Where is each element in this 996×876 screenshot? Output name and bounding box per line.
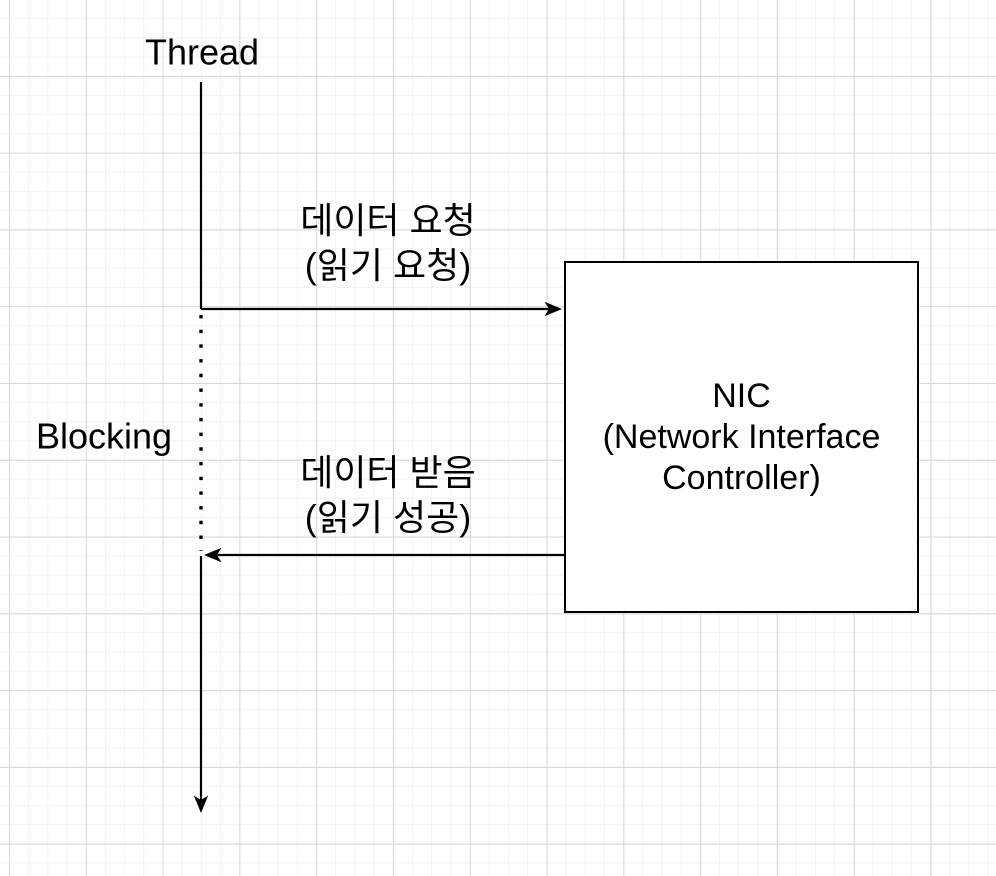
lifeline-end-arrowhead — [193, 795, 209, 813]
request-arrow-label-line2: (읽기 요청) — [304, 245, 472, 286]
nic-box-label-line1: NIC — [712, 376, 771, 415]
nic-box-label: NIC (Network Interface Controller) — [603, 376, 881, 499]
nic-box-label-line3: Controller) — [662, 458, 821, 497]
nic-box-label-line2: (Network Interface — [602, 417, 881, 456]
request-arrow-label: 데이터 요청 (읽기 요청) — [300, 198, 476, 288]
request-arrowhead — [544, 301, 562, 317]
receive-arrow-label-line1: 데이터 받음 — [300, 452, 476, 493]
thread-label: Thread — [144, 31, 260, 73]
request-arrow-label-line1: 데이터 요청 — [300, 200, 476, 241]
nic-box: NIC (Network Interface Controller) — [564, 261, 919, 613]
receive-arrowhead — [204, 547, 222, 563]
blocking-label: Blocking — [35, 415, 173, 457]
receive-arrow-label: 데이터 받음 (읽기 성공) — [300, 450, 476, 540]
receive-arrow-label-line2: (읽기 성공) — [304, 497, 472, 538]
